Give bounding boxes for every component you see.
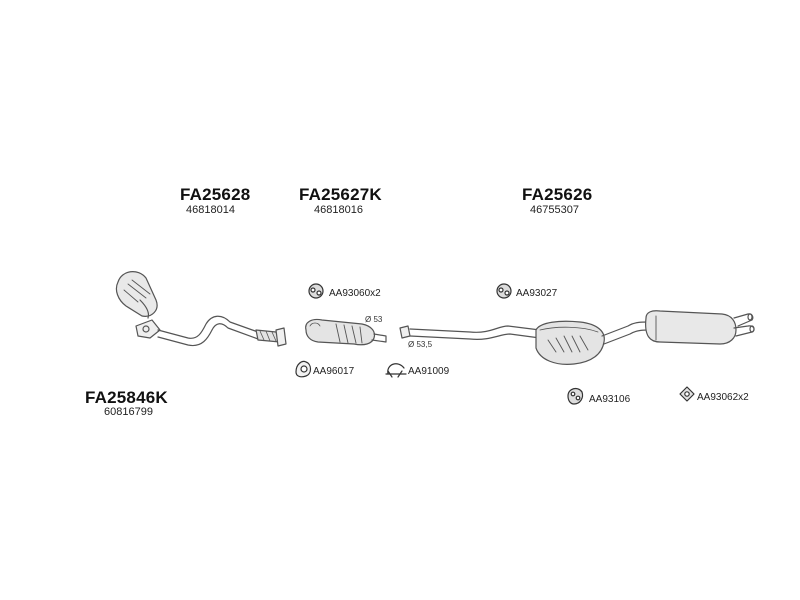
front-pipe-assembly: [115, 271, 287, 347]
accessory-label-aa93027: AA93027: [516, 288, 558, 299]
accessory-label-aa93106: AA93106: [589, 394, 631, 405]
accessory-label-aa93062: AA93062x2: [697, 392, 749, 403]
oe-number-fa25846k: 60816799: [104, 406, 153, 418]
oe-number-fa25628: 46818014: [186, 204, 235, 216]
diameter-label-53: Ø 53: [365, 315, 383, 324]
accessory-label-aa96017: AA96017: [313, 366, 355, 377]
part-code-fa25628: FA25628: [180, 185, 251, 204]
rubber-hanger-icon: [567, 387, 584, 405]
accessory-label-aa91009: AA91009: [408, 366, 450, 377]
rubber-hanger-icon: [679, 386, 695, 402]
part-code-fa25626: FA25626: [522, 185, 593, 204]
oe-number-fa25626: 46755307: [530, 204, 579, 216]
part-code-fa25627k: FA25627K: [299, 185, 382, 204]
part-code-fa25846k: FA25846K: [85, 388, 168, 407]
gasket-ring-icon: [295, 360, 312, 378]
oe-number-fa25627k: 46818016: [314, 204, 363, 216]
rear-pipe-muffler: [399, 310, 755, 365]
diameter-label-53-5: Ø 53,5: [408, 340, 433, 349]
pipe-clamp-icon: [385, 363, 407, 378]
accessory-label-aa93060: AA93060x2: [329, 288, 381, 299]
rubber-hanger-icon: [308, 283, 324, 299]
centre-silencer: [305, 318, 387, 346]
rubber-hanger-icon: [496, 283, 512, 299]
